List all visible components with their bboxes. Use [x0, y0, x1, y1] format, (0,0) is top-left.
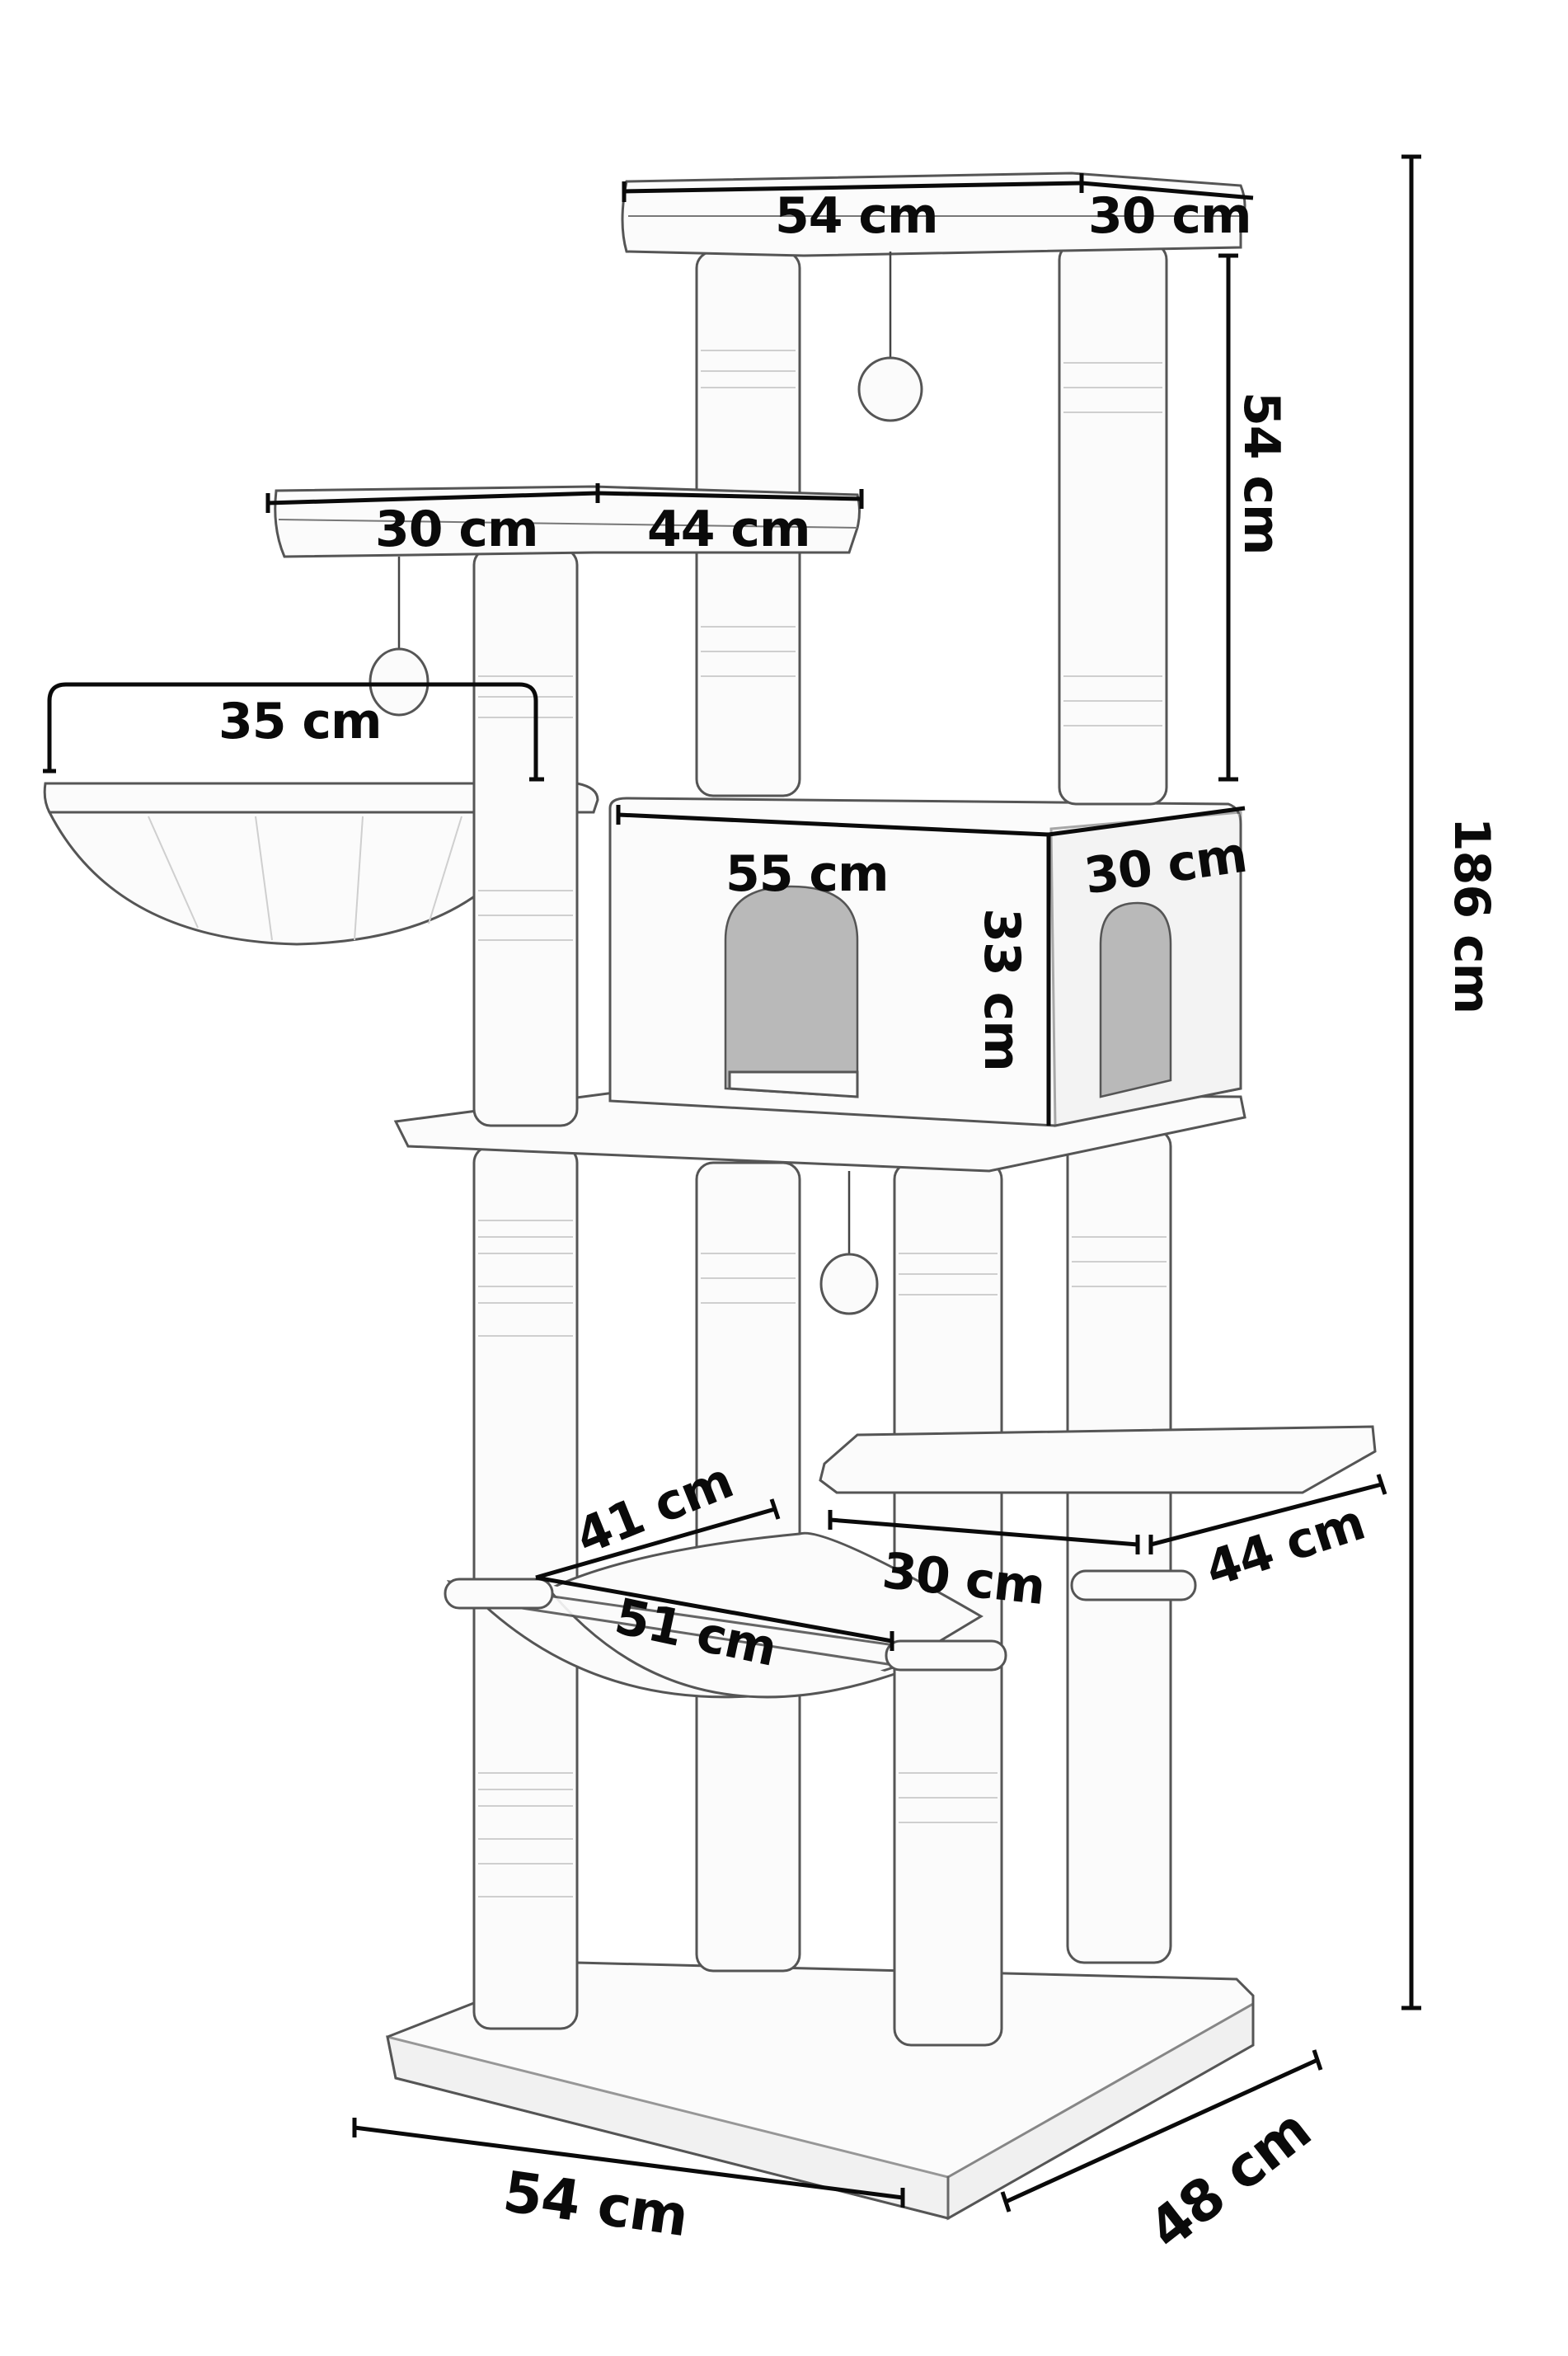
label-top-post-height: 54 cm	[1232, 392, 1290, 555]
label-top-platform-width: 30 cm	[1088, 187, 1251, 245]
hammock	[444, 1531, 1197, 1699]
base-board	[386, 1961, 1255, 2221]
label-condo-height: 33 cm	[973, 908, 1030, 1071]
top-platform	[621, 172, 1246, 257]
label-left-platform-length: 44 cm	[647, 501, 810, 558]
label-overall-height: 186 cm	[1443, 816, 1500, 1014]
basket-bed	[43, 782, 599, 946]
label-condo-length: 55 cm	[725, 845, 889, 903]
label-left-platform-width: 30 cm	[375, 501, 538, 558]
dimension-lines	[43, 154, 1421, 2213]
left-upper-platform	[274, 485, 861, 558]
step-platform	[819, 1425, 1377, 1494]
condo-cave	[608, 797, 1242, 1127]
dangling-toys	[369, 252, 923, 1315]
label-basket-diameter: 35 cm	[218, 693, 382, 750]
label-top-platform-length: 54 cm	[775, 187, 938, 245]
